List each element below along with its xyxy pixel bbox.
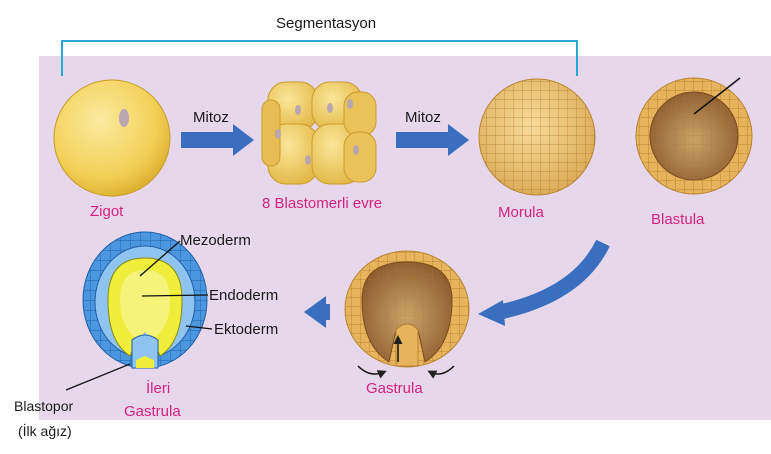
morula-cell-ball <box>478 78 596 196</box>
ileri-gastrula-label-line2: Gastrula <box>124 403 181 420</box>
blastula-cell <box>635 77 753 195</box>
arrow-to-advanced-gastrula <box>304 296 330 328</box>
gastrula-embryo <box>344 250 470 379</box>
morula-label: Morula <box>498 204 544 221</box>
endoderm-label: Endoderm <box>209 287 279 304</box>
blastomer-label: 8 Blastomerli evre <box>262 195 383 212</box>
mezoderm-label: Mezoderm <box>180 232 251 249</box>
blastopor-label: Blastopor <box>14 398 74 414</box>
mitoz-arrow-2 <box>396 124 469 156</box>
ektoderm-label: Ektoderm <box>214 321 279 338</box>
zigot-cell <box>53 79 171 197</box>
segmentasyon-title: Segmentasyon <box>276 15 377 32</box>
advanced-gastrula-embryo <box>82 231 208 369</box>
ilk-agiz-label: (İlk ağız) <box>18 423 72 439</box>
blastula-label: Blastula <box>651 211 705 228</box>
mitoz-label-1: Mitoz <box>193 109 229 126</box>
leader-lines <box>65 240 213 391</box>
mitoz-arrow-1 <box>181 124 254 156</box>
segmentasyon-bracket <box>61 40 578 76</box>
curved-arrow-blastula-to-gastrula <box>478 239 610 326</box>
gastrula-label: Gastrula <box>366 380 423 397</box>
zigot-label: Zigot <box>90 203 124 220</box>
eight-blastomere-embryo <box>261 81 377 185</box>
mitoz-label-2: Mitoz <box>405 109 441 126</box>
ileri-gastrula-label-line1: İleri <box>146 380 171 397</box>
